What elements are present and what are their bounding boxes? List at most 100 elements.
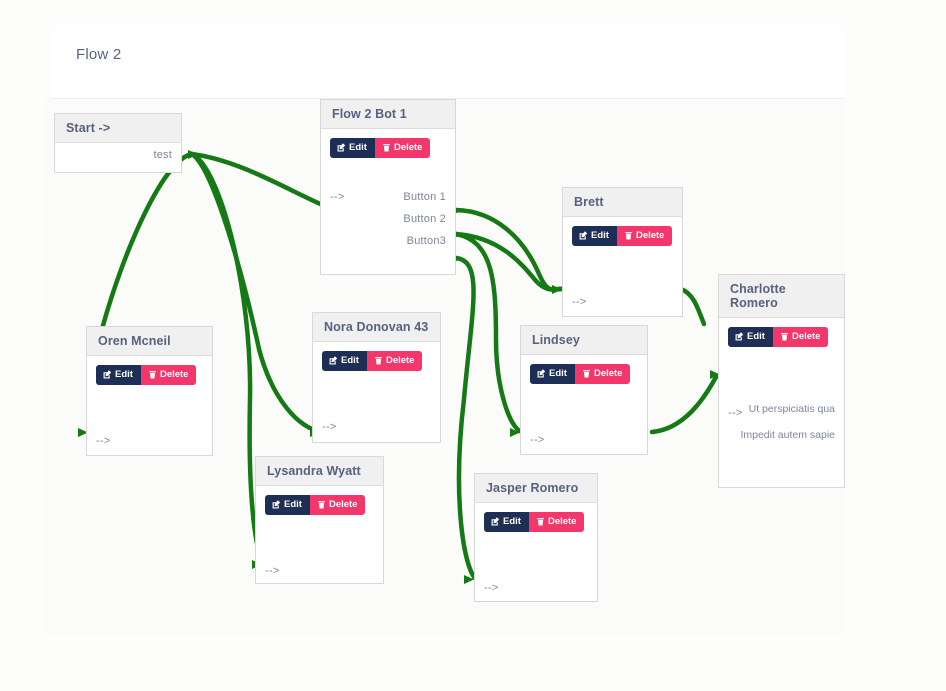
edge-lindsey-to-charlotte bbox=[649, 374, 719, 435]
node-lysandra-wyatt-ports: --> bbox=[265, 560, 374, 582]
node-jasper-romero[interactable]: Jasper Romero Edit Delete bbox=[474, 473, 598, 602]
node-flow-2-bot-1-ports: --> Button 1 Button 2 Button3 bbox=[330, 186, 446, 252]
node-oren-mcneil-input[interactable]: --> bbox=[96, 434, 111, 447]
node-lysandra-wyatt-input[interactable]: --> bbox=[265, 564, 280, 577]
edit-button-label: Edit bbox=[341, 355, 359, 366]
delete-button-label: Delete bbox=[393, 142, 423, 153]
node-brett-input[interactable]: --> bbox=[572, 295, 587, 308]
delete-button-label: Delete bbox=[385, 355, 415, 366]
edit-button[interactable]: Edit bbox=[572, 226, 617, 246]
node-lindsey-actions: Edit Delete bbox=[530, 364, 631, 384]
port-row-in: --> Ut perspiciatis qua Impedit autem sa… bbox=[728, 402, 835, 443]
edit-button-label: Edit bbox=[549, 368, 567, 379]
node-flow-2-bot-1-title: Flow 2 Bot 1 bbox=[321, 100, 455, 129]
delete-button[interactable]: Delete bbox=[366, 351, 423, 371]
node-brett[interactable]: Brett Edit Delete bbox=[562, 187, 683, 317]
node-brett-ports: --> bbox=[572, 291, 673, 313]
delete-button-label: Delete bbox=[593, 368, 623, 379]
node-flow-2-bot-1-actions: Edit Delete bbox=[330, 138, 431, 158]
node-nora-donovan-43[interactable]: Nora Donovan 43 Edit Delete bbox=[312, 312, 441, 443]
delete-button-label: Delete bbox=[159, 369, 189, 380]
delete-button-label: Delete bbox=[635, 230, 665, 241]
pencil-square-icon bbox=[735, 332, 744, 341]
delete-button[interactable]: Delete bbox=[528, 512, 585, 532]
edit-button-label: Edit bbox=[503, 516, 521, 527]
trash-icon bbox=[780, 332, 789, 341]
node-flow-2-bot-1[interactable]: Flow 2 Bot 1 Edit Delete bbox=[320, 99, 456, 275]
node-nora-donovan-43-input[interactable]: --> bbox=[322, 420, 337, 433]
edge-brett-to-charlotte bbox=[678, 286, 707, 327]
arrowhead-start-out bbox=[188, 150, 198, 159]
node-oren-mcneil-ports: --> bbox=[96, 430, 203, 452]
node-flow-2-bot-1-input[interactable]: --> bbox=[330, 190, 345, 203]
node-start[interactable]: Start -> test bbox=[54, 113, 182, 173]
port-row-in: --> bbox=[265, 560, 374, 582]
edit-button-label: Edit bbox=[284, 499, 302, 510]
delete-button[interactable]: Delete bbox=[616, 226, 673, 246]
node-brett-title: Brett bbox=[563, 188, 682, 217]
edit-button[interactable]: Edit bbox=[265, 495, 310, 515]
node-jasper-romero-input[interactable]: --> bbox=[484, 581, 499, 594]
node-brett-actions: Edit Delete bbox=[572, 226, 673, 246]
node-flow-2-bot-1-output-button-2[interactable]: Button 2 bbox=[403, 212, 446, 225]
delete-button[interactable]: Delete bbox=[309, 495, 366, 515]
arrowhead-brett-in bbox=[552, 285, 562, 294]
node-start-output-test[interactable]: test bbox=[153, 149, 172, 161]
delete-button-label: Delete bbox=[328, 499, 358, 510]
edge-button1-to-brett bbox=[453, 207, 567, 292]
node-start-title: Start -> bbox=[55, 114, 181, 143]
edge-start-to-bot bbox=[189, 151, 335, 212]
node-lindsey-ports: --> bbox=[530, 429, 638, 451]
edit-button[interactable]: Edit bbox=[96, 365, 141, 385]
node-jasper-romero-actions: Edit Delete bbox=[484, 512, 585, 532]
pencil-square-icon bbox=[491, 517, 500, 526]
delete-button[interactable]: Delete bbox=[772, 327, 829, 347]
node-lysandra-wyatt[interactable]: Lysandra Wyatt Edit Delete bbox=[255, 456, 384, 584]
node-nora-donovan-43-actions: Edit Delete bbox=[322, 351, 423, 371]
delete-button[interactable]: Delete bbox=[374, 138, 431, 158]
edit-button-label: Edit bbox=[115, 369, 133, 380]
node-oren-mcneil[interactable]: Oren Mcneil Edit Delete bbox=[86, 326, 213, 456]
node-charlotte-romero-paragraph-2[interactable]: Impedit autem sapie bbox=[740, 428, 835, 441]
flow-canvas[interactable]: Start -> test Flow 2 Bot 1 Edit bbox=[44, 99, 845, 635]
node-lindsey[interactable]: Lindsey Edit Delete bbox=[520, 325, 648, 455]
port-row-in: --> bbox=[96, 430, 203, 452]
edit-button[interactable]: Edit bbox=[322, 351, 367, 371]
delete-button-label: Delete bbox=[791, 331, 821, 342]
edit-button[interactable]: Edit bbox=[530, 364, 575, 384]
node-charlotte-romero[interactable]: Charlotte Romero Edit Delete bbox=[718, 274, 845, 488]
edit-button-label: Edit bbox=[349, 142, 367, 153]
node-charlotte-romero-input[interactable]: --> bbox=[728, 406, 743, 419]
pencil-square-icon bbox=[272, 500, 281, 509]
edge-button2-to-brett bbox=[453, 231, 567, 292]
trash-icon bbox=[148, 370, 157, 379]
node-charlotte-romero-paragraph-1[interactable]: Ut perspiciatis qua bbox=[748, 402, 835, 415]
pencil-square-icon bbox=[537, 369, 546, 378]
node-charlotte-romero-text: Ut perspiciatis qua Impedit autem sapie bbox=[728, 402, 835, 443]
node-lindsey-title: Lindsey bbox=[521, 326, 647, 355]
delete-button[interactable]: Delete bbox=[140, 365, 197, 385]
port-row-in: --> bbox=[572, 291, 673, 313]
node-lysandra-wyatt-title: Lysandra Wyatt bbox=[256, 457, 383, 486]
pencil-square-icon bbox=[579, 231, 588, 240]
port-row-button-3: Button3 bbox=[330, 230, 446, 252]
pencil-square-icon bbox=[329, 356, 338, 365]
port-row-in: --> Button 1 bbox=[330, 186, 446, 208]
edge-button3-to-jasper bbox=[453, 255, 479, 582]
trash-icon bbox=[382, 143, 391, 152]
edit-button[interactable]: Edit bbox=[728, 327, 773, 347]
node-oren-mcneil-title: Oren Mcneil bbox=[87, 327, 212, 356]
page-title: Flow 2 bbox=[76, 46, 122, 63]
edit-button-label: Edit bbox=[591, 230, 609, 241]
edit-button[interactable]: Edit bbox=[330, 138, 375, 158]
delete-button[interactable]: Delete bbox=[574, 364, 631, 384]
node-flow-2-bot-1-output-button-3[interactable]: Button3 bbox=[406, 234, 446, 247]
node-flow-2-bot-1-output-button-1[interactable]: Button 1 bbox=[403, 190, 446, 203]
edit-button[interactable]: Edit bbox=[484, 512, 529, 532]
arrowhead-jasper-in bbox=[464, 575, 474, 584]
node-nora-donovan-43-title: Nora Donovan 43 bbox=[313, 313, 440, 342]
node-lindsey-input[interactable]: --> bbox=[530, 433, 545, 446]
node-charlotte-romero-title: Charlotte Romero bbox=[719, 275, 844, 318]
trash-icon bbox=[317, 500, 326, 509]
